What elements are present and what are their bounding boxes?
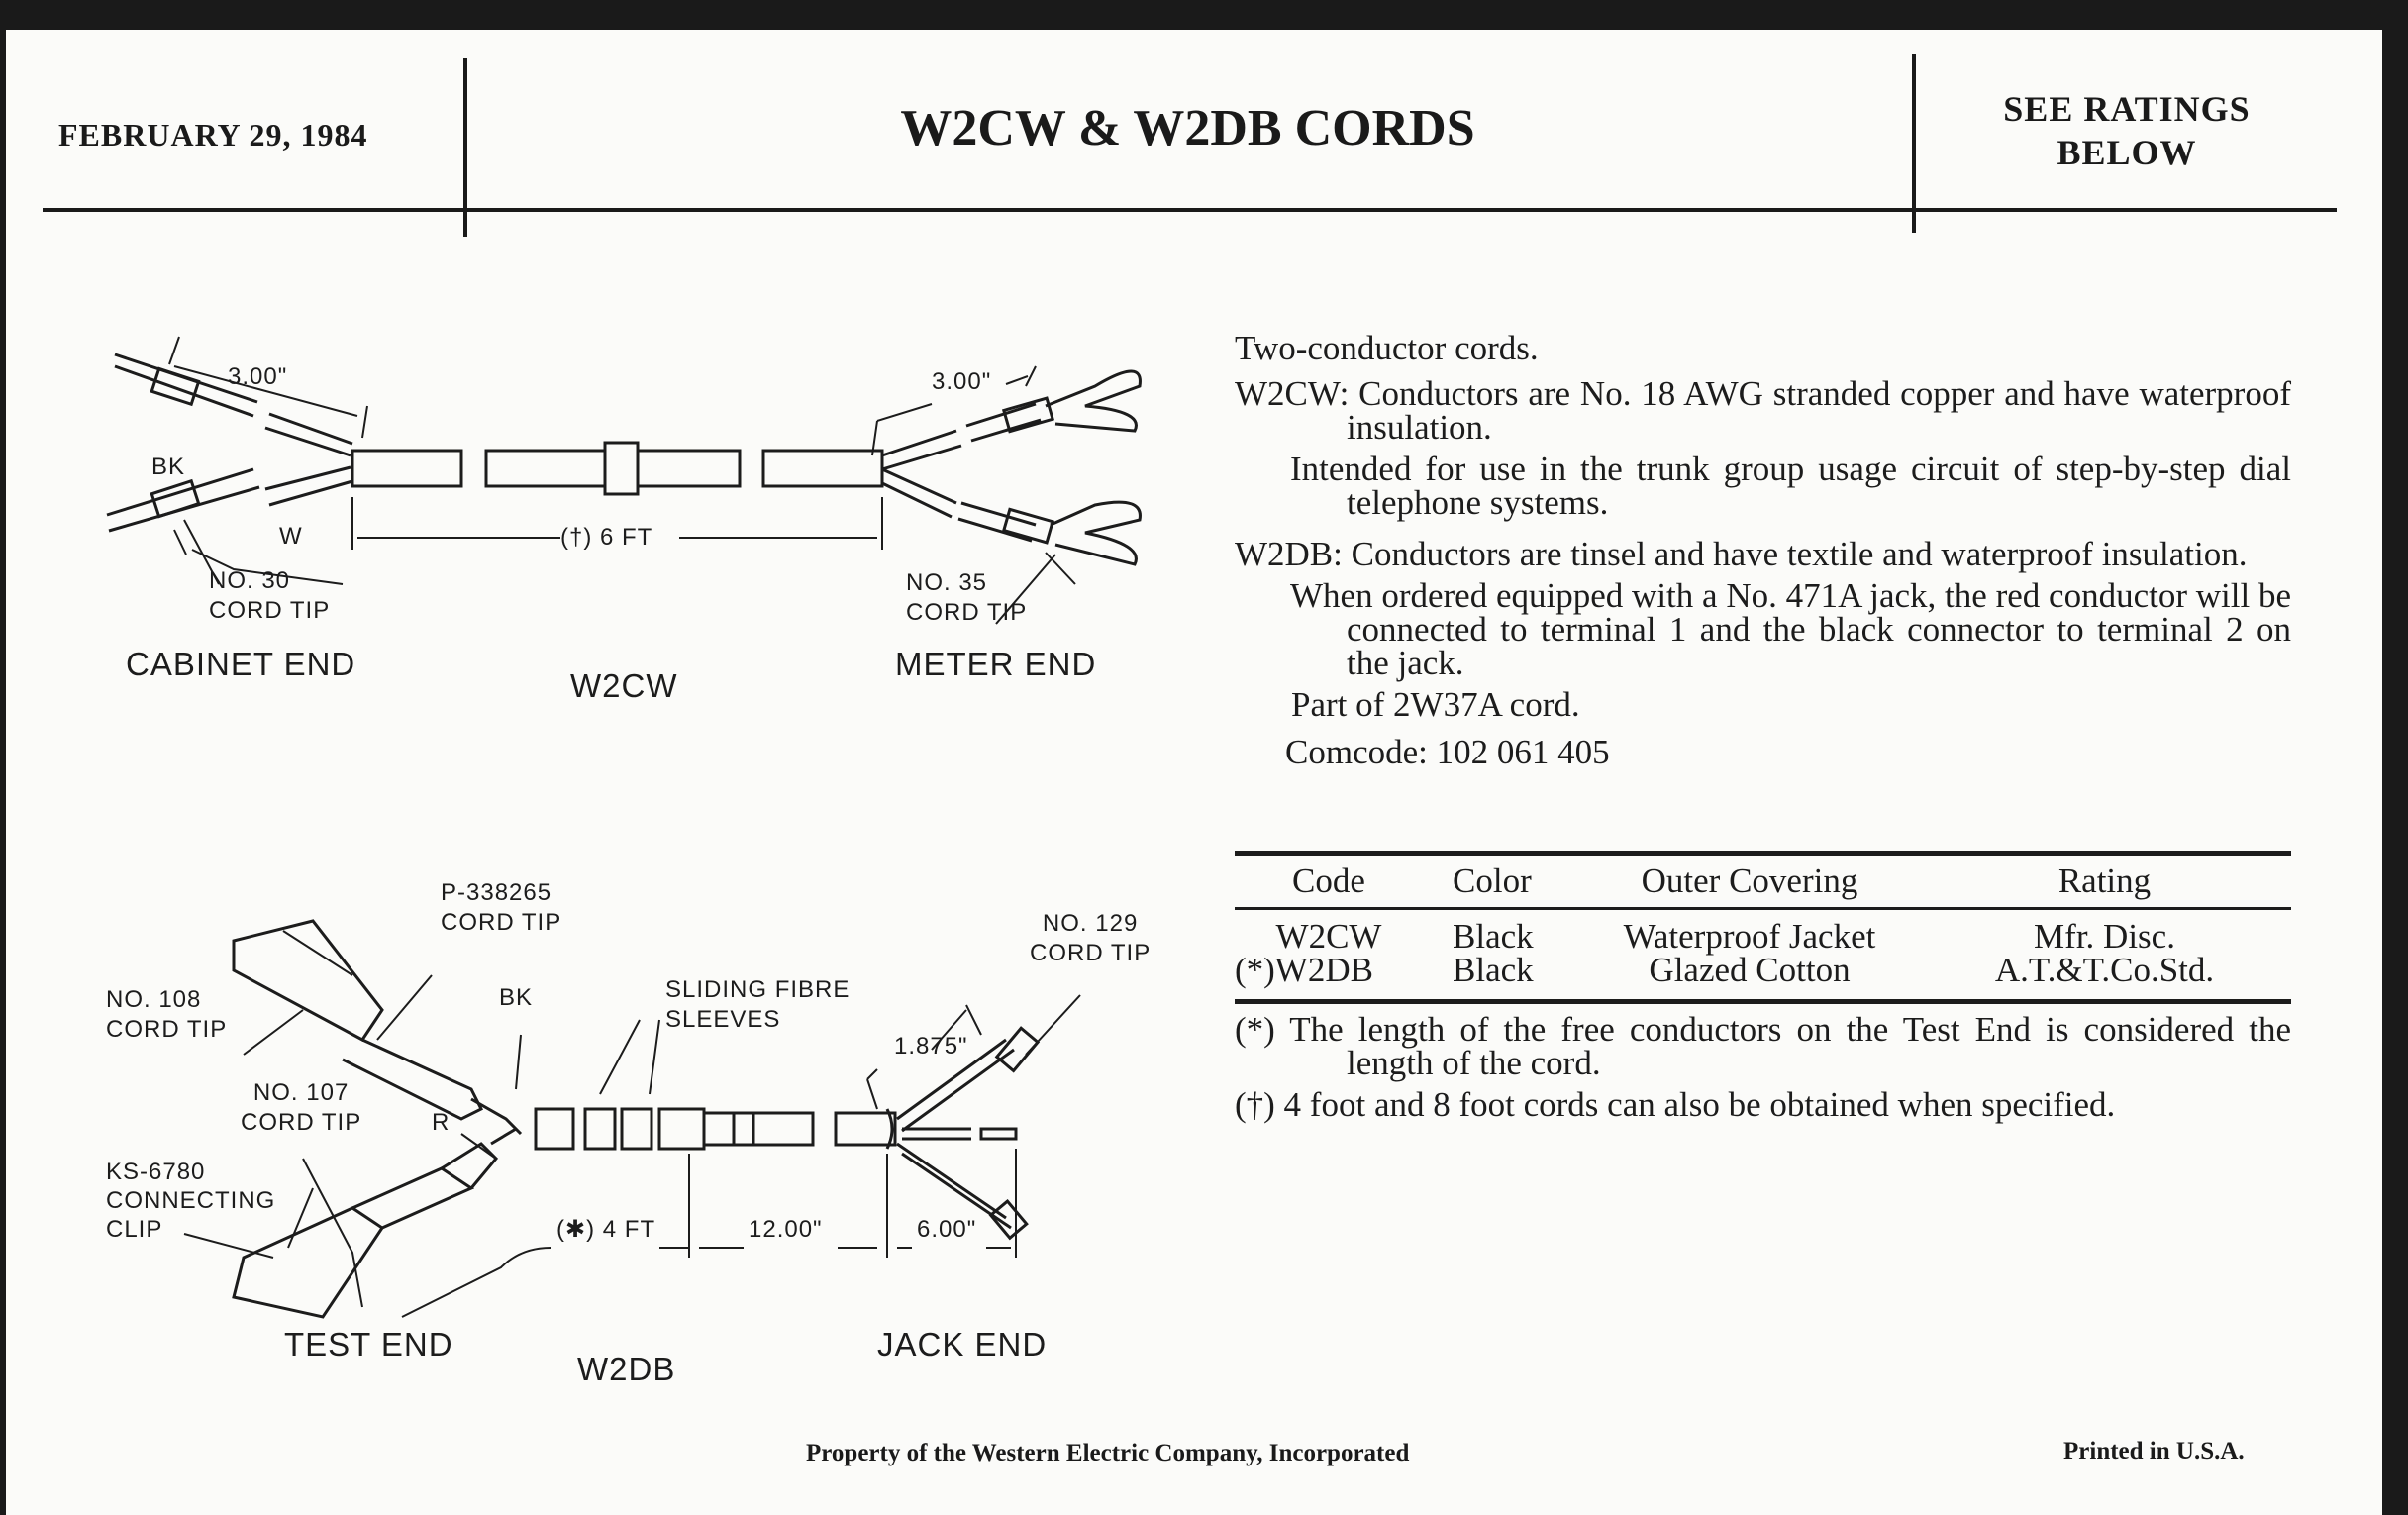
w2db-1875-dimension: 1.875" xyxy=(894,1033,968,1060)
intro-text: Two-conductor cords. xyxy=(1235,329,1539,367)
w2db-clip-line1: KS-6780 xyxy=(106,1159,206,1185)
w2cw-right-tip-line1: NO. 35 xyxy=(906,569,988,596)
w2cw-left-tip-line2: CORD TIP xyxy=(209,597,331,624)
w2db-no129-tip: NO. 129 CORD TIP xyxy=(1030,909,1151,968)
w2db-no108-line1: NO. 108 xyxy=(106,986,202,1013)
w2db-no129-line1: NO. 129 xyxy=(1042,910,1139,937)
description: Two-conductor cords. W2CW: Conductors ar… xyxy=(1235,329,2291,771)
header-divider-left xyxy=(463,58,467,237)
w2db-no108-tip: NO. 108 CORD TIP xyxy=(106,985,227,1045)
table-row: (*)W2DB Black Glazed Cotton A.T.&T.Co.St… xyxy=(1235,951,2291,989)
footnote-star: (*) The length of the free conductors on… xyxy=(1235,1010,2291,1082)
w2db-no107-line2: CORD TIP xyxy=(241,1109,362,1136)
column-header: Code xyxy=(1292,861,1365,900)
w2db-r-label: R xyxy=(432,1109,451,1136)
column-header: Color xyxy=(1453,861,1532,900)
cell-code: W2CW xyxy=(1275,917,1382,956)
footer-printed: Printed in U.S.A. xyxy=(2063,1438,2245,1464)
comcode: Comcode: 102 061 405 xyxy=(1285,733,1610,771)
w2db-bk-label: BK xyxy=(499,984,534,1011)
w2cw-right-tip-line2: CORD TIP xyxy=(906,599,1028,626)
w2cw-cabinet-end: CABINET END xyxy=(126,646,356,682)
cell-code: (*)W2DB xyxy=(1235,951,1373,989)
w2db-name: W2DB xyxy=(577,1351,676,1387)
w2db-p338265-line2: CORD TIP xyxy=(441,909,562,936)
header-divider-right xyxy=(1912,54,1916,233)
header-rule xyxy=(43,208,2337,212)
w2cw-meter-end: METER END xyxy=(895,646,1097,682)
w2db-drawing xyxy=(183,919,1081,1319)
w2db-sleeves-line2: SLEEVES xyxy=(665,1006,781,1033)
ratings-table: Code Color Outer Covering Rating W2CW Bl… xyxy=(1235,851,2291,1004)
table-header-row: Code Color Outer Covering Rating xyxy=(1235,856,2291,907)
ratings-note-line2: BELOW xyxy=(2057,133,2197,172)
w2cw-drawing xyxy=(106,336,1142,625)
w2db-test-end: TEST END xyxy=(284,1326,453,1363)
ratings-note: SEE RATINGS BELOW xyxy=(1917,87,2337,174)
column-header: Rating xyxy=(2057,861,2152,900)
w2db-sleeves-line1: SLIDING FIBRE xyxy=(665,976,851,1003)
w2cw-left-tip-line1: NO. 30 xyxy=(209,567,291,594)
w2db-no107-line1: NO. 107 xyxy=(252,1079,350,1106)
cell-covering: Glazed Cotton xyxy=(1649,951,1851,989)
document-date: FEBRUARY 29, 1984 xyxy=(58,117,368,152)
document-page: FEBRUARY 29, 1984 W2CW & W2DB CORDS SEE … xyxy=(6,30,2382,1515)
w2db-clip-line3: CLIP xyxy=(106,1216,163,1243)
page-title: W2CW & W2DB CORDS xyxy=(900,100,1475,156)
w2cw-w-label: W xyxy=(279,523,303,550)
w2cw-right-dimension: 3.00" xyxy=(932,368,992,395)
w2db-p338265-line1: P-338265 xyxy=(441,879,552,906)
w2cw-description: W2CW: Conductors are No. 18 AWG stranded… xyxy=(1235,374,2291,447)
w2db-no108-line2: CORD TIP xyxy=(106,1016,228,1043)
w2db-sliding-sleeves: SLIDING FIBRE SLEEVES xyxy=(665,975,850,1035)
w2cw-right-tip: NO. 35 CORD TIP xyxy=(906,568,1027,628)
w2cw-name: W2CW xyxy=(570,667,678,704)
cord-diagrams xyxy=(106,336,1142,1319)
w2db-jack-note: When ordered equipped with a No. 471A ja… xyxy=(1290,576,2291,682)
footer-property: Property of the Western Electric Company… xyxy=(806,1440,1410,1466)
cell-covering: Waterproof Jacket xyxy=(1623,917,1876,956)
w2db-12-dimension: 12.00" xyxy=(749,1216,823,1243)
w2cw-bk-label: BK xyxy=(151,454,186,480)
column-header: Outer Covering xyxy=(1641,861,1858,900)
w2db-6-dimension: 6.00" xyxy=(917,1216,977,1243)
w2db-no107-tip: NO. 107 CORD TIP xyxy=(241,1078,361,1138)
w2cw-length: (†) 6 FT xyxy=(560,524,653,551)
footnotes: (*) The length of the free conductors on… xyxy=(1235,1010,2291,1124)
cell-rating: Mfr. Disc. xyxy=(2034,917,2175,956)
w2db-p338265-tip: P-338265 CORD TIP xyxy=(441,878,561,938)
w2db-no129-line2: CORD TIP xyxy=(1030,940,1152,966)
w2db-description: W2DB: Conductors are tinsel and have tex… xyxy=(1235,535,2248,573)
table-row: W2CW Black Waterproof Jacket Mfr. Disc. xyxy=(1235,917,2291,956)
w2db-clip-line2: CONNECTING xyxy=(106,1187,276,1214)
cell-color: Black xyxy=(1453,951,1534,989)
cell-color: Black xyxy=(1453,917,1534,956)
w2cw-left-tip: NO. 30 CORD TIP xyxy=(209,566,330,626)
part-of: Part of 2W37A cord. xyxy=(1291,685,1580,724)
w2db-length: (✱) 4 FT xyxy=(556,1216,656,1243)
ratings-note-line1: SEE RATINGS xyxy=(2003,89,2251,129)
footnote-dagger: (†) 4 foot and 8 foot cords can also be … xyxy=(1235,1085,2116,1124)
w2db-jack-end: JACK END xyxy=(877,1326,1048,1363)
w2db-connecting-clip: KS-6780 CONNECTING CLIP xyxy=(106,1158,275,1244)
cell-rating: A.T.&T.Co.Std. xyxy=(1994,951,2215,989)
w2cw-usage: Intended for use in the trunk group usag… xyxy=(1290,450,2291,522)
w2cw-left-dimension: 3.00" xyxy=(228,363,288,390)
